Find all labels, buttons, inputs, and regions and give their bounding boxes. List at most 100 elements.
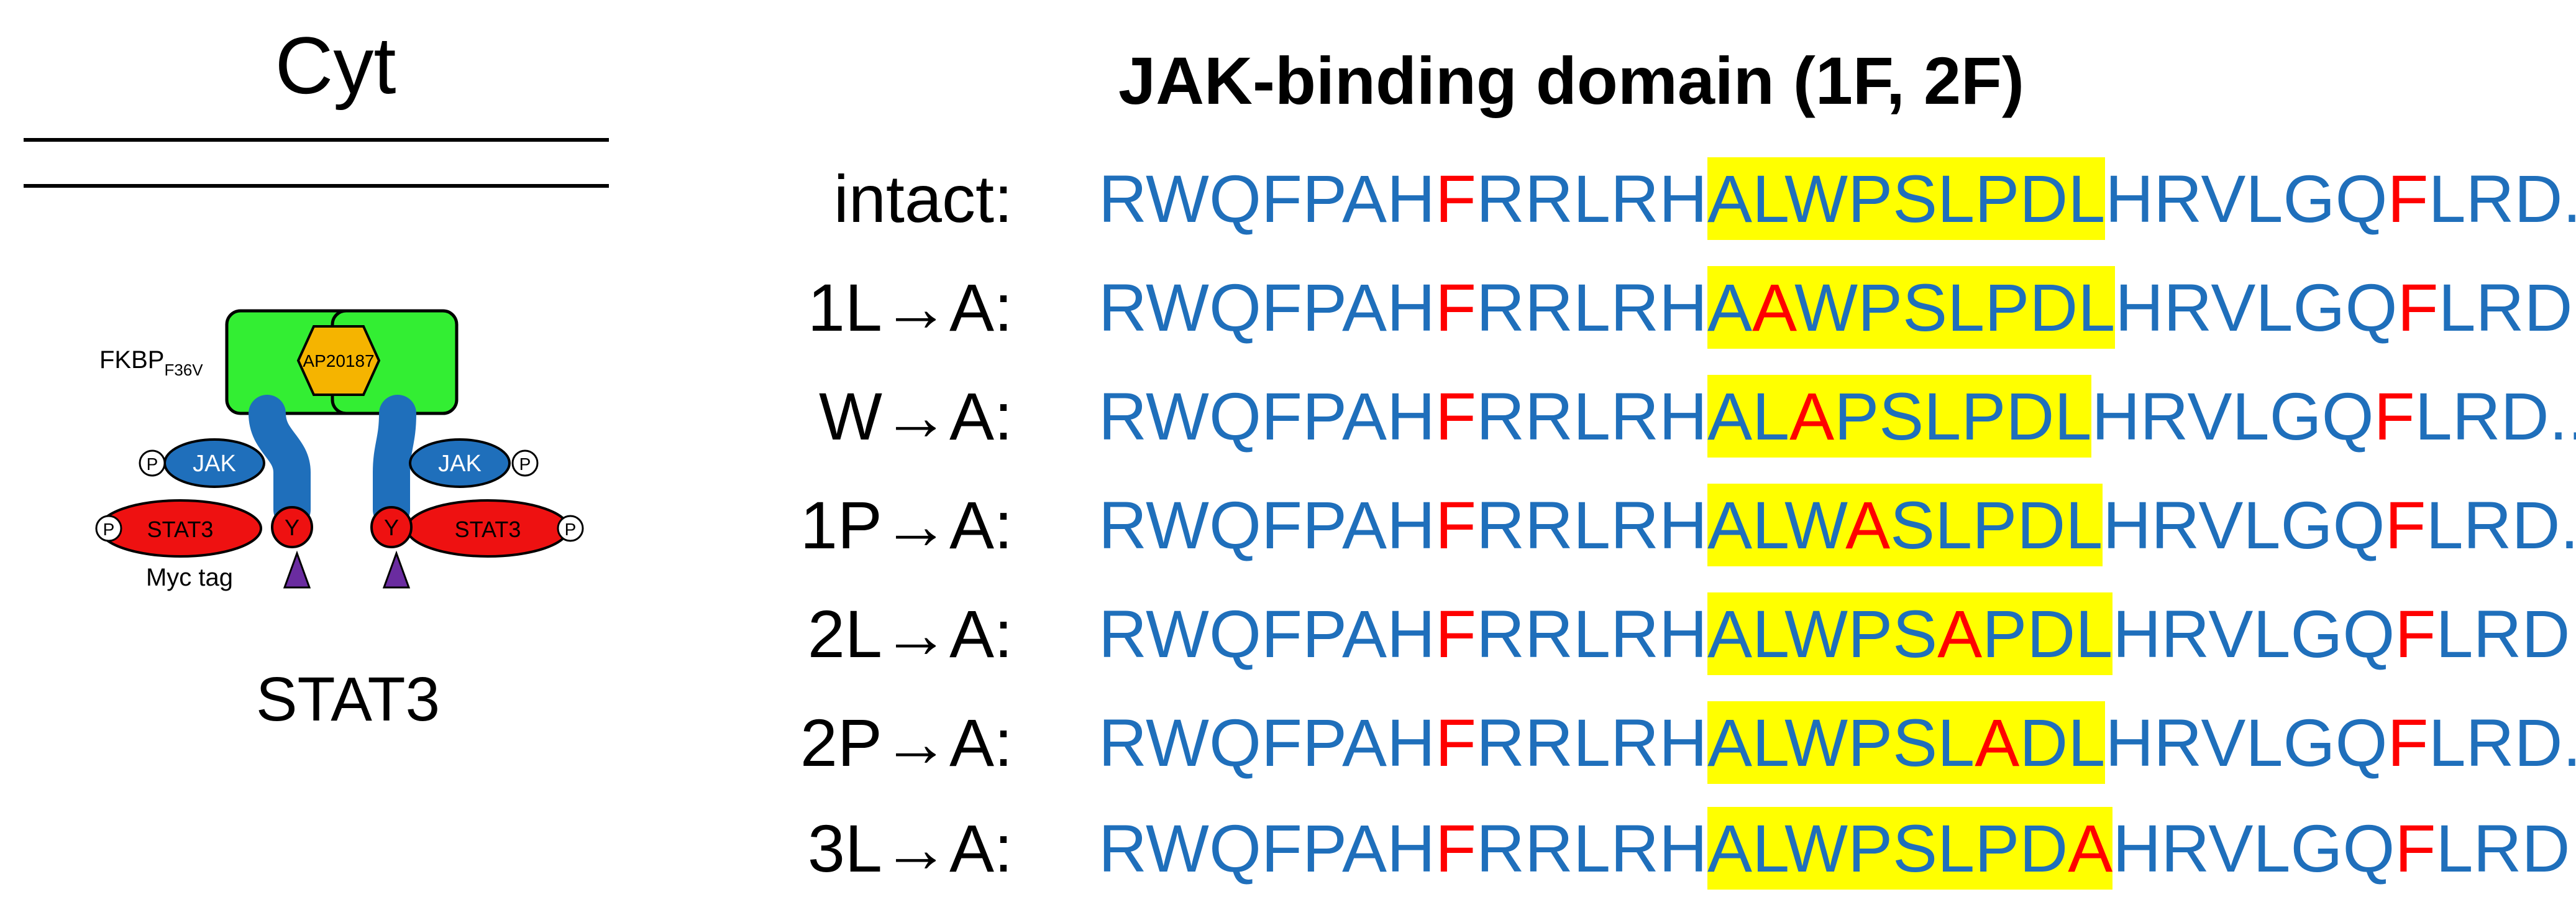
jak-left-label: JAK (193, 451, 236, 477)
sequence-suffix-a: HRVLGQ (2112, 811, 2395, 886)
receptor-diagram-panel: Cyt AP20187 FKBPF36V JAK P JAK P STAT3 P… (0, 0, 683, 907)
sequence-row: 1P→A:RWQFPAHFRRLRHALWASLPDLHRVLGQFLRD...… (0, 479, 2576, 572)
alanine-substitution: A (2068, 811, 2113, 886)
peptide-sequence: RWQFPAHFRRLRHAAWPSLPDLHRVLGQFLRD..... (1098, 261, 2576, 354)
sequence-row: W→A:RWQFPAHFRRLRHALAPSLPDLHRVLGQFLRD.... (0, 370, 2576, 463)
box1-highlight: ALAPSLPDL (1707, 375, 2092, 458)
phospho-jak-right-label: P (519, 454, 531, 474)
stat3-right-label: STAT3 (455, 517, 521, 542)
mutation-label: 1P→A: (800, 487, 1013, 563)
sequence-row: intact:RWQFPAHFRRLRHALWPSLPDLHRVLGQFLRD.… (0, 152, 2576, 246)
sequence-prefix: RWQFPAH (1098, 811, 1436, 886)
box1-segment-b: WPSLPDL (1794, 270, 2116, 345)
tyrosine-right (370, 506, 413, 548)
box1-segment-b: DL (2019, 705, 2106, 780)
myc-tag-label: Myc tag (146, 564, 233, 591)
alanine-substitution: A (1975, 705, 2020, 780)
sequence-suffix-a: HRVLGQ (2115, 270, 2398, 345)
phenylalanine-1f: F (1435, 811, 1476, 886)
peptide-sequence: RWQFPAHFRRLRHALWPSLPDAHRVLGQFLRD..... (1098, 802, 2576, 895)
mutation-label: 2L→A: (807, 596, 1013, 671)
sequence-row: 2L→A:RWQFPAHFRRLRHALWPSAPDLHRVLGQFLRD...… (0, 587, 2576, 681)
box1-segment-a: ALWPSLPD (1707, 811, 2068, 886)
sequence-middle: RRLRH (1476, 379, 1708, 454)
mutation-label: 1L→A: (807, 270, 1013, 345)
phenylalanine-2f: F (2387, 161, 2429, 236)
jak-right (409, 438, 511, 488)
box1-segment-b: SLPDL (1890, 487, 2103, 563)
sequence-suffix-a: HRVLGQ (2105, 161, 2388, 236)
stat3-caption: STAT3 (255, 665, 441, 734)
myc-tag-triangle-left (283, 550, 311, 589)
sequence-middle: RRLRH (1476, 161, 1708, 236)
box1-segment-b: PDL (1982, 596, 2113, 671)
tyrosine-left-label: Y (285, 515, 299, 540)
cytoplasm-label: Cyt (275, 20, 396, 111)
phenylalanine-1f: F (1435, 705, 1476, 780)
box1-highlight: AAWPSLPDL (1707, 266, 2116, 349)
alanine-substitution: A (1752, 270, 1795, 345)
sequence-prefix: RWQFPAH (1098, 596, 1436, 671)
sequence-middle: RRLRH (1476, 596, 1708, 671)
sequence-middle: RRLRH (1476, 705, 1708, 780)
sequence-suffix-a: HRVLGQ (2103, 487, 2385, 563)
peptide-sequence: RWQFPAHFRRLRHALWPSLADLHRVLGQFLRD..... (1098, 696, 2576, 790)
phenylalanine-2f: F (2385, 487, 2426, 563)
peptide-sequence: RWQFPAHFRRLRHALWASLPDLHRVLGQFLRD..... (1098, 479, 2576, 572)
phospho-jak-left-label: P (147, 454, 158, 474)
phenylalanine-1f: F (1435, 596, 1476, 671)
fkbp-label: FKBPF36V (99, 346, 203, 379)
mutation-label: 3L→A: (807, 811, 1013, 886)
sequence-prefix: RWQFPAH (1098, 379, 1436, 454)
ap20187-hexagon (296, 325, 381, 396)
sequence-middle: RRLRH (1476, 811, 1708, 886)
sequence-suffix-b: LRD..... (2436, 596, 2576, 671)
stat3-left-label: STAT3 (147, 517, 214, 542)
sequence-suffix-a: HRVLGQ (2091, 379, 2374, 454)
sequence-middle: RRLRH (1476, 270, 1708, 345)
sequence-row: 3L→A:RWQFPAHFRRLRHALWPSLPDAHRVLGQFLRD...… (0, 802, 2576, 895)
mutation-label: intact: (833, 161, 1013, 236)
phenylalanine-2f: F (2387, 705, 2429, 780)
phenylalanine-1f: F (1435, 487, 1476, 563)
phospho-stat3-right (557, 515, 584, 542)
myc-tag-triangle-right (382, 550, 411, 589)
box1-highlight: ALWPSLPDL (1707, 157, 2106, 240)
sequence-suffix-b: LRD.... (2414, 379, 2576, 454)
box1-highlight: ALWPSAPDL (1707, 592, 2113, 675)
membrane-outer-line (24, 138, 609, 142)
phenylalanine-1f: F (1435, 270, 1476, 345)
sequence-prefix: RWQFPAH (1098, 270, 1436, 345)
sequence-row: 2P→A:RWQFPAHFRRLRHALWPSLADLHRVLGQFLRD...… (0, 696, 2576, 790)
phospho-jak-left (139, 449, 166, 477)
phospho-stat3-left (95, 515, 122, 542)
sequence-suffix-b: LRD..... (2436, 811, 2576, 886)
mutation-label: 2P→A: (800, 705, 1013, 780)
sequence-prefix: RWQFPAH (1098, 487, 1436, 563)
mutation-label: W→A: (819, 379, 1013, 454)
sequence-suffix-b: LRD..... (2428, 161, 2576, 236)
phospho-jak-right (511, 449, 539, 477)
sequence-suffix-b: LRD..... (2428, 705, 2576, 780)
jak-binding-domain-title: JAK-binding domain (1F, 2F) (1118, 43, 2024, 118)
phenylalanine-1f: F (1435, 379, 1476, 454)
sequence-middle: RRLRH (1476, 487, 1708, 563)
sequence-suffix-b: LRD..... (2426, 487, 2576, 563)
alanine-substitution: A (1845, 487, 1891, 563)
peptide-sequence: RWQFPAHFRRLRHALWPSLPDLHRVLGQFLRD..... (1098, 152, 2576, 246)
peptide-sequence: RWQFPAHFRRLRHALAPSLPDLHRVLGQFLRD.... (1098, 370, 2576, 463)
box1-highlight: ALWPSLPDA (1707, 807, 2113, 890)
tyrosine-right-label: Y (384, 515, 399, 540)
box1-segment-b: PSLPDL (1834, 379, 2092, 454)
phospho-stat3-left-label: P (103, 520, 115, 539)
sequence-suffix-a: HRVLGQ (2112, 596, 2395, 671)
phenylalanine-2f: F (2397, 270, 2439, 345)
box1-segment-a: ALW (1707, 487, 1846, 563)
receptor-linker-left (249, 395, 311, 528)
sequence-suffix-b: LRD..... (2438, 270, 2576, 345)
peptide-sequence: RWQFPAHFRRLRHALWPSAPDLHRVLGQFLRD..... (1098, 587, 2576, 681)
stat3-receptor-schematic: AP20187 FKBPF36V JAK P JAK P STAT3 P STA… (95, 309, 584, 591)
box1-segment-a: AL (1707, 379, 1790, 454)
phenylalanine-2f: F (2373, 379, 2415, 454)
phospho-stat3-right-label: P (565, 520, 577, 539)
